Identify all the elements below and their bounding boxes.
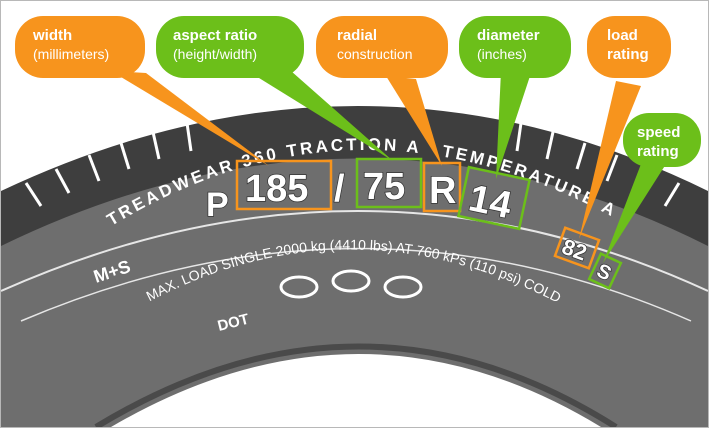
tire-type-prefix: P bbox=[206, 186, 229, 224]
aspect-callout-subtitle: (height/width) bbox=[173, 46, 257, 62]
radial-pointer bbox=[386, 76, 442, 166]
aspect-box bbox=[355, 157, 423, 209]
radial-callout: radial construction bbox=[316, 16, 448, 78]
width-callout: width (millimeters) bbox=[15, 16, 145, 78]
rim-line-inner bbox=[20, 247, 692, 322]
aspect-ratio-value: 75 bbox=[363, 166, 405, 208]
diameter-box bbox=[456, 165, 532, 231]
dot-code-ovals bbox=[279, 269, 423, 299]
tire-sidewall bbox=[1, 158, 708, 427]
radial-callout-subtitle: construction bbox=[337, 46, 412, 62]
rim-diameter-value: 14 bbox=[465, 177, 515, 227]
diameter-callout-title: diameter bbox=[477, 27, 540, 44]
tire-bead bbox=[111, 354, 601, 427]
width-box bbox=[235, 159, 333, 211]
speed-callout: speed rating bbox=[623, 113, 701, 167]
size-slash: / bbox=[334, 168, 345, 210]
radial-callout-title: radial bbox=[337, 27, 377, 44]
tire-body bbox=[1, 106, 708, 427]
load-index-box bbox=[553, 226, 601, 270]
width-callout-title: width bbox=[32, 27, 72, 44]
width-callout-subtitle: (millimeters) bbox=[33, 46, 109, 62]
diameter-pointer bbox=[496, 71, 531, 179]
speed-callout-subtitle: rating bbox=[637, 143, 679, 160]
speed-pointer bbox=[603, 151, 673, 263]
load-callout-subtitle: rating bbox=[607, 46, 649, 63]
radial-box bbox=[422, 161, 462, 213]
aspect-callout: aspect ratio (height/width) bbox=[156, 16, 304, 78]
tire-width-value: 185 bbox=[245, 168, 308, 210]
speed-symbol-box bbox=[587, 252, 623, 290]
radial-construction-value: R bbox=[429, 170, 456, 212]
aspect-pointer bbox=[251, 71, 393, 161]
diameter-callout: diameter (inches) bbox=[459, 16, 571, 78]
width-pointer bbox=[111, 71, 269, 166]
tire-tread bbox=[1, 106, 708, 261]
diameter-callout-subtitle: (inches) bbox=[477, 46, 527, 62]
load-pointer bbox=[579, 81, 641, 239]
speed-callout-title: speed bbox=[637, 124, 680, 141]
aspect-callout-title: aspect ratio bbox=[173, 27, 257, 44]
load-callout: load rating bbox=[587, 16, 671, 78]
bead-edge bbox=[94, 343, 618, 427]
load-callout-title: load bbox=[607, 27, 638, 44]
